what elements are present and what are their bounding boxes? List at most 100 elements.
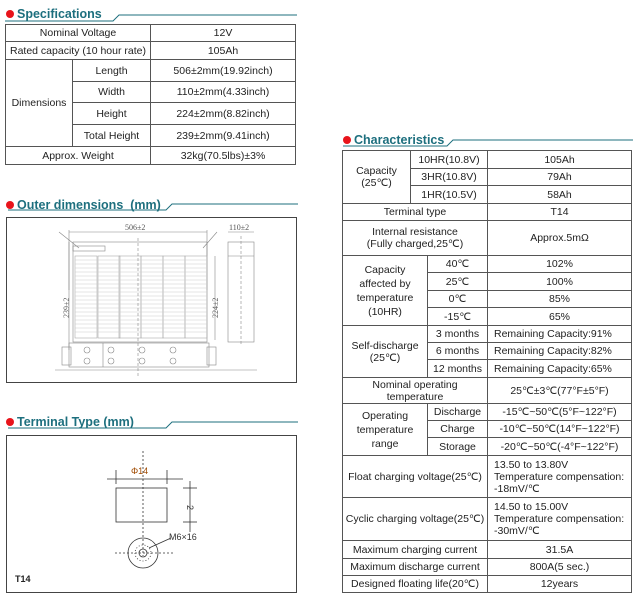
label: affected by bbox=[359, 277, 411, 290]
value: 85% bbox=[487, 290, 632, 308]
label: Capacity bbox=[356, 165, 397, 177]
terminal-drawing: Φ14 2 M6×16 T14 bbox=[6, 435, 297, 593]
bullet-icon bbox=[6, 201, 14, 209]
label: 40℃ bbox=[427, 255, 488, 273]
characteristics-table: Capacity(25℃)10HR(10.8V)105Ah 3HR(10.8V)… bbox=[342, 150, 632, 593]
width-label: 110±2 bbox=[229, 223, 249, 232]
value: Remaining Capacity:65% bbox=[487, 359, 632, 378]
label: Charge bbox=[427, 420, 488, 438]
value: 224±2mm(8.82inch) bbox=[150, 102, 296, 125]
heading-rule bbox=[8, 203, 298, 211]
total-height-label: 239±2 bbox=[62, 298, 71, 318]
bullet-icon bbox=[6, 418, 14, 426]
value: Temperature compensation: bbox=[494, 513, 625, 525]
value: 79Ah bbox=[487, 168, 632, 186]
label: temperature bbox=[356, 423, 414, 436]
label: temperature bbox=[386, 390, 444, 403]
label: Internal resistance bbox=[372, 226, 458, 238]
value: 32kg(70.5lbs)±3% bbox=[150, 146, 296, 165]
capacity-label: Capacity(25℃) bbox=[342, 150, 411, 204]
label: 6 months bbox=[427, 342, 488, 360]
label: Approx. Weight bbox=[5, 146, 151, 165]
value: 800A(5 sec.) bbox=[487, 558, 632, 576]
value: Remaining Capacity:82% bbox=[487, 342, 632, 360]
label: 3 months bbox=[427, 325, 488, 343]
value: 65% bbox=[487, 307, 632, 326]
value: -20℃~50℃(-4°F~122°F) bbox=[487, 437, 632, 456]
heading-text: Outer dimensions (mm) bbox=[17, 198, 161, 212]
label: Terminal type bbox=[342, 203, 488, 221]
label: Nominal operating bbox=[372, 378, 458, 391]
label: (Fully charged,25℃) bbox=[366, 238, 464, 250]
label: (25℃) bbox=[369, 351, 401, 364]
specifications-heading: Specifications bbox=[6, 5, 102, 23]
value: 110±2mm(4.33inch) bbox=[150, 81, 296, 103]
bolt-label: M6×16 bbox=[169, 532, 197, 542]
label: Storage bbox=[427, 437, 488, 456]
value: 102% bbox=[487, 255, 632, 273]
heading-text: Specifications bbox=[17, 7, 102, 21]
terminal-name: T14 bbox=[15, 574, 31, 584]
depth-label: 2 bbox=[185, 505, 195, 510]
value: 25℃±3℃(77°F±5°F) bbox=[487, 377, 632, 404]
label: 0℃ bbox=[427, 290, 488, 308]
label: temperature bbox=[356, 291, 414, 304]
label: 10HR(10.8V) bbox=[410, 150, 488, 169]
value: T14 bbox=[487, 203, 632, 221]
label: Cyclic charging voltage(25℃) bbox=[342, 497, 488, 541]
label: Total Height bbox=[72, 124, 151, 147]
label: Dimensions bbox=[5, 59, 73, 147]
heading-text: Characteristics bbox=[354, 133, 445, 147]
label: Designed floating life(20℃) bbox=[342, 575, 488, 593]
value: 12V bbox=[150, 24, 296, 42]
bullet-icon bbox=[343, 136, 351, 144]
label: Capacity bbox=[364, 263, 406, 276]
outer-dimensions-drawing: 506±2 239±2 224±2 110±2 bbox=[6, 217, 297, 383]
label: Height bbox=[72, 102, 151, 125]
value: Approx.5mΩ bbox=[487, 220, 632, 256]
label: Float charging voltage(25℃) bbox=[342, 455, 488, 498]
label: Self-discharge bbox=[351, 339, 419, 352]
label: range bbox=[371, 437, 399, 450]
value: -10℃~50℃(14°F~122°F) bbox=[487, 420, 632, 438]
value: 14.50 to 15.00V bbox=[494, 501, 569, 513]
value: -15℃~50℃(5°F~122°F) bbox=[487, 403, 632, 421]
terminal-type-heading: Terminal Type (mm) bbox=[6, 413, 134, 431]
height-label: 224±2 bbox=[211, 298, 220, 318]
value: 31.5A bbox=[487, 540, 632, 559]
length-label: 506±2 bbox=[125, 223, 145, 232]
internal-resistance-label: Internal resistance(Fully charged,25℃) bbox=[342, 220, 488, 256]
outer-dimensions-heading: Outer dimensions (mm) bbox=[6, 196, 161, 214]
label: Rated capacity (10 hour rate) bbox=[5, 41, 151, 60]
label: -15℃ bbox=[427, 307, 488, 326]
label: 3HR(10.8V) bbox=[410, 168, 488, 186]
label: Length bbox=[72, 59, 151, 82]
value: Temperature compensation: bbox=[494, 470, 625, 483]
label: (10HR) bbox=[368, 305, 402, 318]
label: 25℃ bbox=[427, 272, 488, 291]
label: Operating bbox=[361, 409, 409, 422]
value: 506±2mm(19.92inch) bbox=[150, 59, 296, 82]
heading-rule bbox=[8, 421, 298, 429]
value: -18mV/℃ bbox=[494, 482, 540, 495]
self-discharge-label: Self-discharge(25℃) bbox=[342, 325, 428, 378]
heading-rule bbox=[5, 14, 297, 22]
characteristics-heading: Characteristics bbox=[343, 131, 444, 149]
label: Width bbox=[72, 81, 151, 103]
label: Maximum charging current bbox=[342, 540, 488, 559]
bullet-icon bbox=[6, 10, 14, 18]
label: Maximum discharge current bbox=[342, 558, 488, 576]
label: Nominal Voltage bbox=[5, 24, 151, 42]
label: 1HR(10.5V) bbox=[410, 185, 488, 204]
value: 58Ah bbox=[487, 185, 632, 204]
value: 105Ah bbox=[150, 41, 296, 60]
label: (25℃) bbox=[361, 177, 392, 189]
heading-text: Terminal Type (mm) bbox=[17, 415, 134, 429]
label: 12 months bbox=[427, 359, 488, 378]
value: 100% bbox=[487, 272, 632, 291]
